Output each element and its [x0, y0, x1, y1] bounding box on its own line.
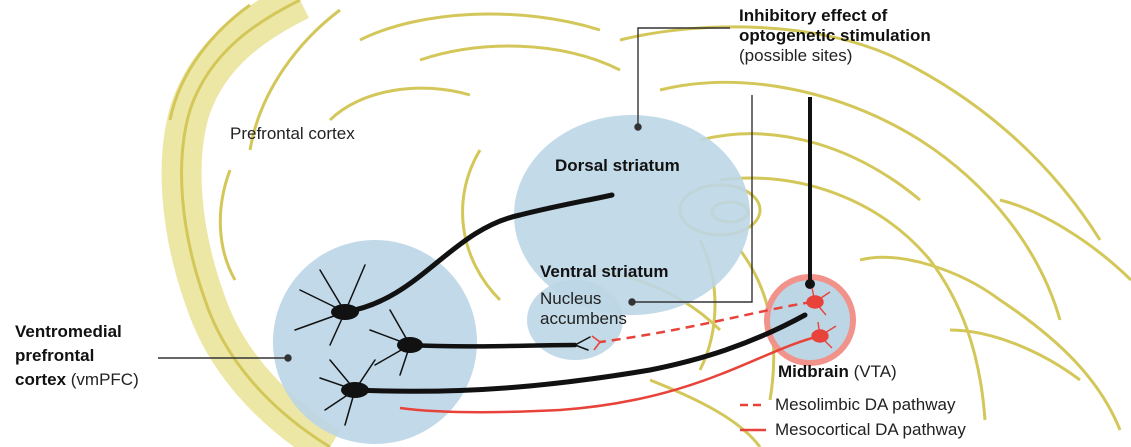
vmpfc-label-line-3: cortex (vmPFC) — [15, 370, 139, 390]
inhibitory-title-line-1: Inhibitory effect of — [739, 6, 887, 26]
nucleus-label-line-2: accumbens — [540, 309, 627, 329]
nucleus-label-line-1: Nucleus — [540, 289, 601, 309]
inhibitory-subtitle: (possible sites) — [739, 46, 852, 66]
midbrain-label: Midbrain (VTA) — [778, 362, 897, 382]
vmpfc-abbreviation: (vmPFC) — [71, 370, 139, 389]
legend-mesocortical-label: Mesocortical DA pathway — [775, 420, 966, 440]
midbrain-abbreviation: (VTA) — [854, 362, 897, 381]
legend-mesolimbic-label: Mesolimbic DA pathway — [775, 395, 955, 415]
inhibitory-title-line-2: optogenetic stimulation — [739, 26, 931, 46]
dorsal-striatum-region — [514, 115, 750, 315]
vta-pointer — [805, 97, 815, 289]
dorsal-striatum-label: Dorsal striatum — [555, 156, 680, 176]
midbrain-word: Midbrain — [778, 362, 849, 381]
prefrontal-cortex-label: Prefrontal cortex — [230, 124, 355, 144]
ventral-striatum-label: Ventral striatum — [540, 262, 669, 282]
vmpfc-cortex-word: cortex — [15, 370, 66, 389]
vmpfc-region — [273, 240, 477, 444]
vmpfc-label-line-1: Ventromedial — [15, 322, 122, 342]
legend-swatches — [740, 405, 766, 430]
vmpfc-label-line-2: prefrontal — [15, 346, 94, 366]
